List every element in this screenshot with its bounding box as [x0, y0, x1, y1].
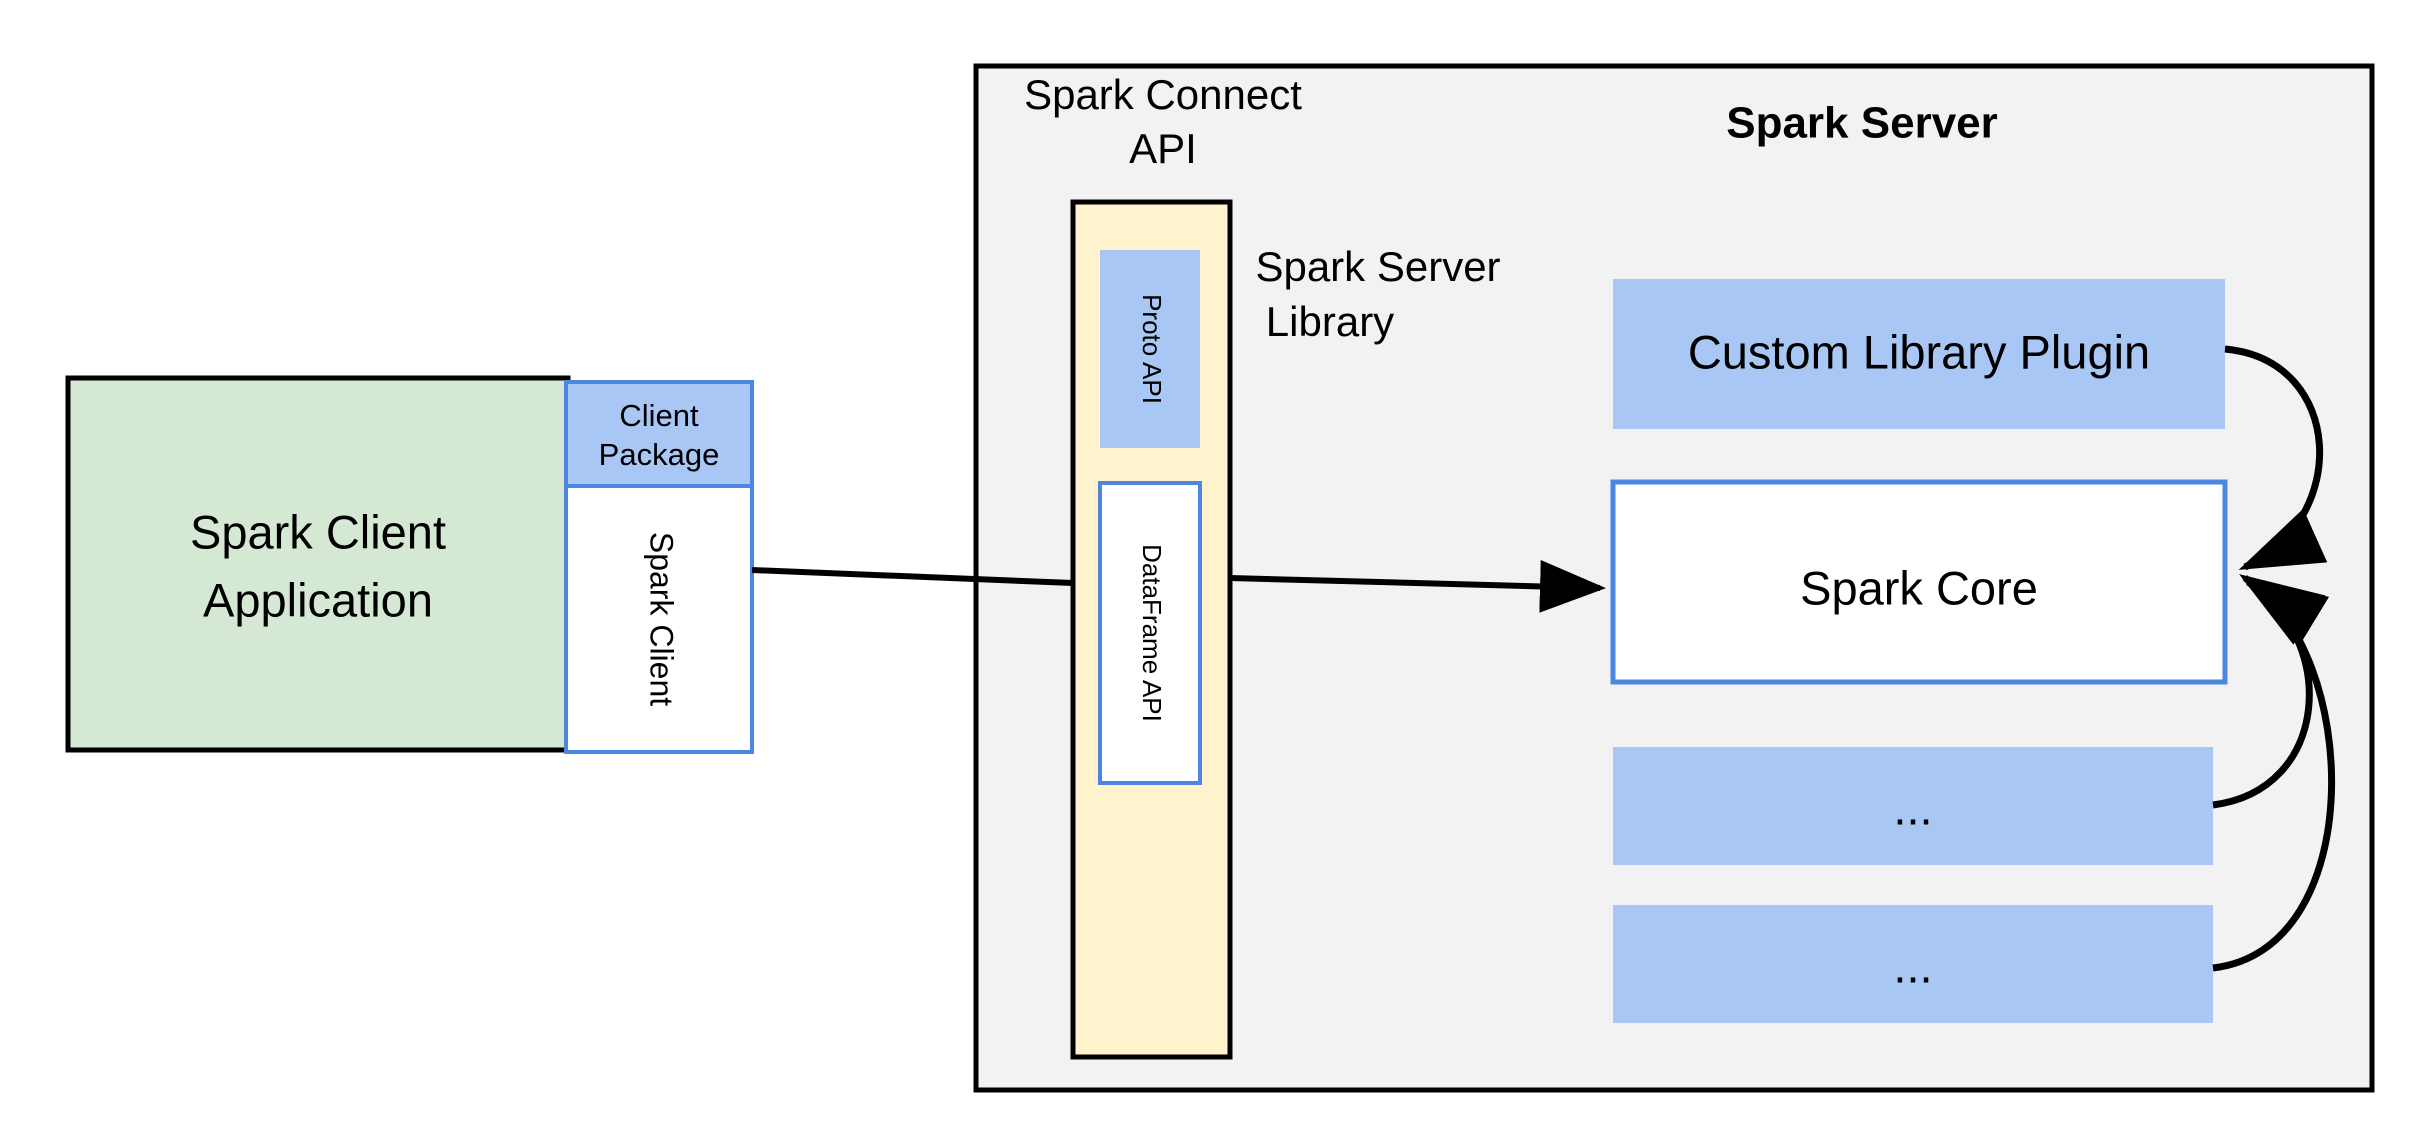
ellipsis-box-1[interactable] — [1613, 747, 2213, 865]
dataframe-api-box[interactable] — [1098, 481, 1202, 785]
spark-client-application-box[interactable] — [65, 375, 571, 753]
client-package-label-line2: Package — [599, 437, 720, 472]
spark-client-application-label-line2: Application — [203, 573, 433, 626]
connector-plugin-to-spark-core — [2224, 345, 2328, 571]
proto-api-label: Proto API — [1137, 294, 1167, 404]
spark-client-box[interactable] — [564, 484, 754, 754]
spark-client-application-label-line1: Spark Client — [190, 505, 446, 558]
spark-client-label: Spark Client — [644, 532, 680, 706]
spark-connect-api-label-line1: Spark Connect — [1024, 71, 1302, 118]
spark-server-title: Spark Server — [1726, 99, 1998, 148]
ellipsis-label-1: ... — [1893, 781, 1932, 834]
ellipsis-box-2[interactable] — [1613, 905, 2213, 1023]
connector-connect-api-to-spark-core — [1229, 559, 1606, 613]
custom-library-plugin-box[interactable] — [1613, 279, 2225, 429]
spark-server-library-label-line1: Spark Server — [1255, 243, 1500, 290]
spark-connect-api-label-line2: API — [1129, 125, 1197, 172]
dataframe-api-label: DataFrame API — [1137, 544, 1167, 722]
spark-server-library-label-line2: Library — [1266, 298, 1394, 345]
ellipsis-label-2: ... — [1893, 939, 1932, 992]
spark-core-label: Spark Core — [1800, 561, 2038, 614]
connector-ellipsis2-to-spark-core — [2212, 578, 2336, 972]
connector-client-to-connect-api — [751, 567, 1074, 586]
client-package-label-line1: Client — [619, 398, 699, 433]
custom-library-plugin-label: Custom Library Plugin — [1688, 325, 2150, 378]
client-package-box[interactable] — [564, 380, 754, 488]
proto-api-box[interactable] — [1100, 250, 1200, 448]
spark-core-box[interactable] — [1610, 479, 2228, 685]
